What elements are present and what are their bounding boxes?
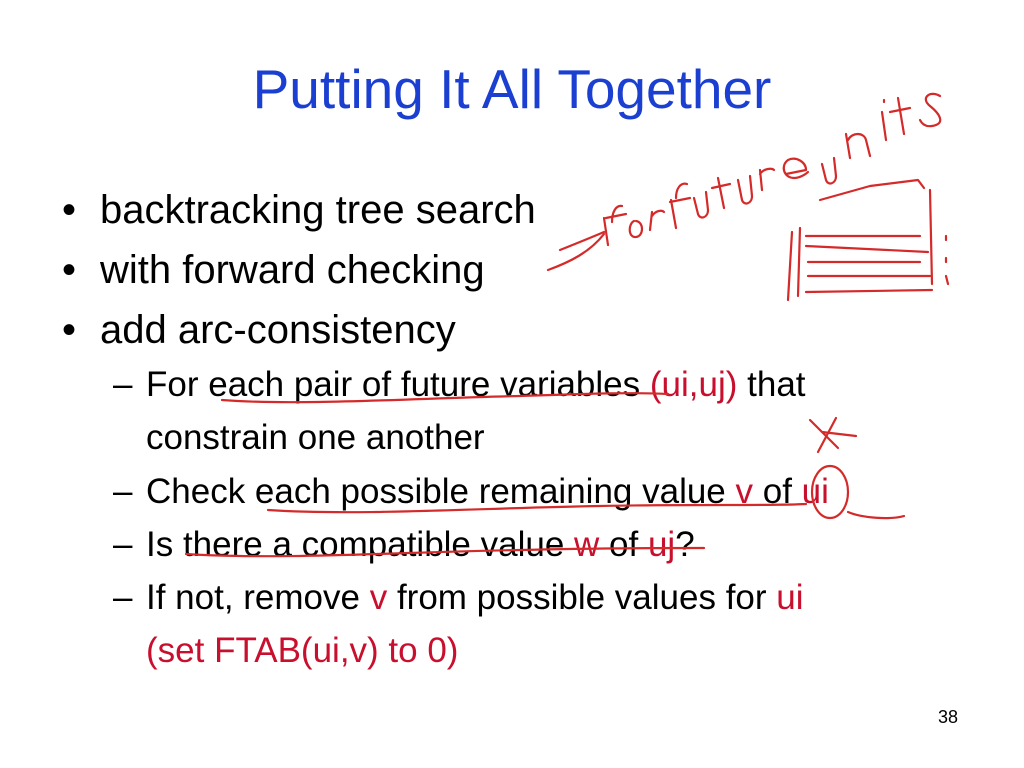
sub-bullet-item: –For each pair of future variables (ui,u…	[113, 367, 806, 402]
slide-title: Putting It All Together	[252, 58, 772, 120]
bullet-marker: •	[62, 188, 77, 232]
bullet-marker: •	[62, 248, 77, 292]
bullet-item: • backtracking tree search	[62, 190, 536, 230]
dash-marker: –	[113, 472, 133, 511]
sub-bullet-text: that	[737, 365, 806, 404]
sub-bullet-continuation: constrain one another	[146, 418, 485, 457]
highlight-text: ui	[801, 472, 829, 511]
highlight-text: (ui,uj)	[649, 365, 738, 404]
sub-bullet-item: –Is there a compatible value w of uj?	[113, 527, 695, 562]
sub-bullet-text: ?	[675, 525, 695, 564]
sub-bullet-continuation: (set FTAB(ui,v) to 0)	[146, 631, 459, 670]
bullet-text: backtracking tree search	[100, 188, 536, 232]
dash-marker: –	[113, 578, 133, 617]
dash-marker: –	[113, 365, 133, 404]
highlight-text: w	[574, 525, 600, 564]
bullet-text: with forward checking	[100, 248, 485, 292]
sub-bullet-text: of	[599, 525, 648, 564]
sub-bullet-item: –If not, remove v from possible values f…	[113, 580, 804, 615]
sub-bullet-text: Is there a compatible value	[146, 525, 575, 564]
bullet-item: • add arc-consistency	[62, 310, 456, 350]
connector-stroke	[546, 230, 606, 272]
bullet-item: • with forward checking	[62, 250, 485, 290]
highlight-text: v	[369, 578, 388, 617]
sub-bullet-text: from possible values for	[387, 578, 777, 617]
sub-bullet-item: –Check each possible remaining value v o…	[113, 474, 829, 509]
sub-bullet-text: If not, remove	[146, 578, 370, 617]
bullet-text: add arc-consistency	[100, 308, 456, 352]
highlight-text: ui	[776, 578, 804, 617]
x-mark	[808, 416, 858, 454]
dash-marker: –	[113, 525, 133, 564]
sub-bullet-text: of	[753, 472, 802, 511]
highlight-text: uj	[647, 525, 676, 564]
table-sketch	[786, 178, 950, 302]
sub-bullet-text: For each pair of future variables	[146, 365, 650, 404]
sub-bullet-text: Check each possible remaining value	[146, 472, 736, 511]
underline-stroke	[846, 510, 906, 520]
page-number: 38	[938, 707, 959, 727]
highlight-text: v	[735, 472, 754, 511]
bullet-marker: •	[62, 308, 77, 352]
